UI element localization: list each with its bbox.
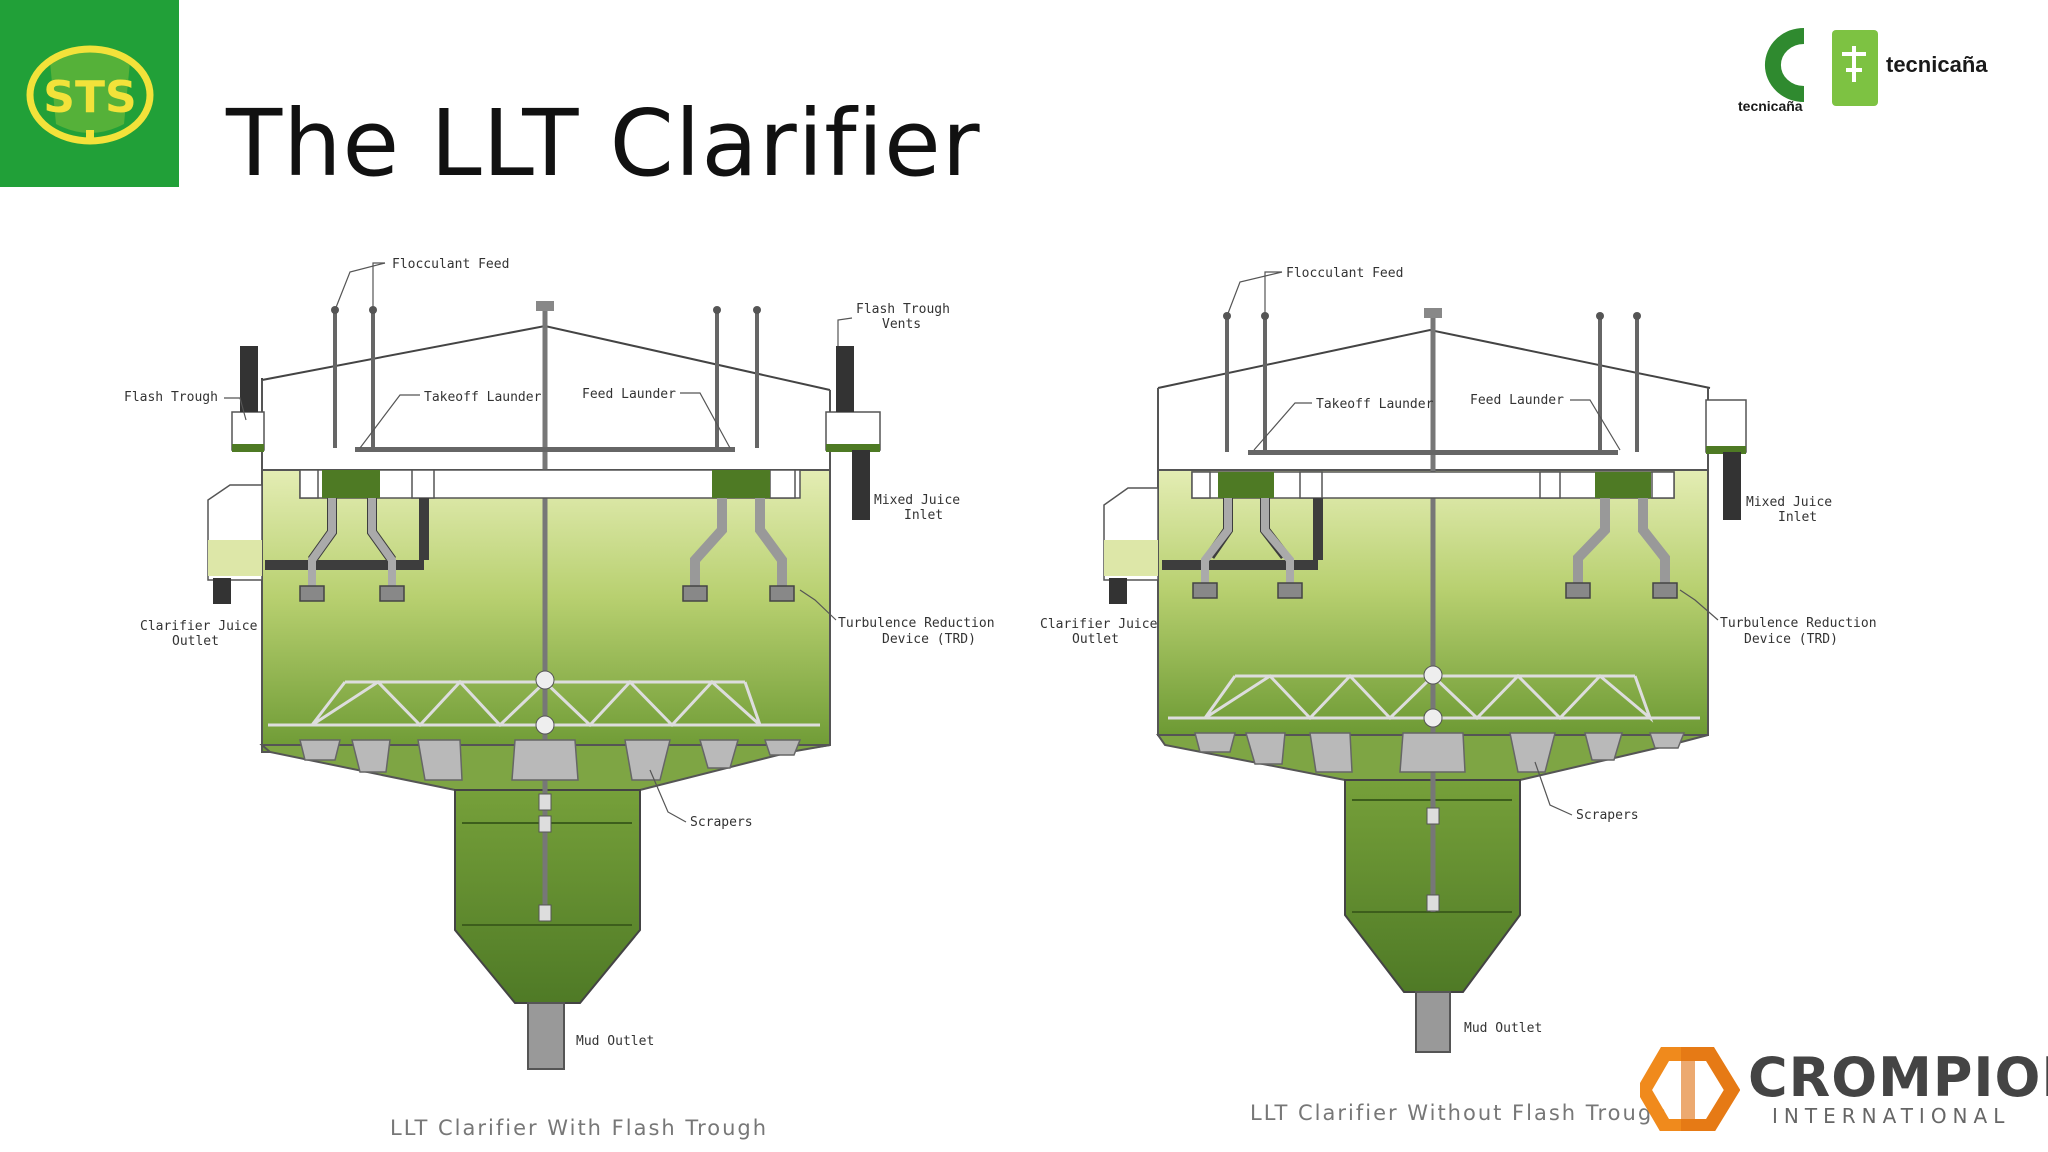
label-mud-outlet-2: Mud Outlet xyxy=(1464,1021,1542,1036)
label-mixed-juice-1a: Mixed Juice xyxy=(874,493,960,508)
diagram-without-flash-trough: Flocculant Feed Takeoff Launder Feed Lau… xyxy=(1040,266,1877,1125)
sts-shield-logo-icon: STS xyxy=(26,45,154,145)
slide-title: The LLT Clarifier xyxy=(226,90,981,197)
mud-outlet-pipe-1 xyxy=(527,1002,565,1070)
label-clarifier-juice-1a: Clarifier Juice xyxy=(140,619,258,634)
label-clarifier-juice-2a: Clarifier Juice xyxy=(1040,617,1158,632)
label-trd-1a: Turbulence Reduction xyxy=(838,616,995,631)
label-scrapers-2: Scrapers xyxy=(1576,808,1639,823)
label-flash-trough-vents-1b: Vents xyxy=(882,317,921,332)
label-clarifier-juice-1b: Outlet xyxy=(172,634,219,649)
label-flash-trough-1: Flash Trough xyxy=(124,390,218,405)
label-flocculant-feed-1: Flocculant Feed xyxy=(392,257,509,272)
label-mixed-juice-2a: Mixed Juice xyxy=(1746,495,1832,510)
label-mixed-juice-1b: Inlet xyxy=(904,508,943,523)
hexagon-logo-icon xyxy=(1640,1047,1740,1131)
partner-logos: tecnicaña tecnicaña xyxy=(1734,24,2034,124)
crompion-name: CROMPION xyxy=(1748,1046,2048,1109)
label-clarifier-juice-2b: Outlet xyxy=(1072,632,1119,647)
label-takeoff-launder-1: Takeoff Launder xyxy=(424,390,542,405)
label-flocculant-feed-2: Flocculant Feed xyxy=(1286,266,1403,281)
crompion-logo: CROMPION INTERNATIONAL xyxy=(1640,1046,2048,1131)
flash-trough-right-1 xyxy=(825,411,881,451)
label-takeoff-launder-2: Takeoff Launder xyxy=(1316,397,1434,412)
label-feed-launder-1: Feed Launder xyxy=(582,387,676,402)
sts-logo: STS xyxy=(0,0,179,187)
partner-logo-2-text: tecnicaña xyxy=(1886,52,1988,77)
label-trd-2b: Device (TRD) xyxy=(1744,632,1838,647)
tecnicana-c-logo-icon xyxy=(1764,28,1878,106)
caption-diagram-2: LLT Clarifier Without Flash Trough xyxy=(1250,1101,1668,1125)
svg-text:STS: STS xyxy=(43,72,136,123)
crompion-subtitle: INTERNATIONAL xyxy=(1772,1104,2011,1128)
caption-diagram-1: LLT Clarifier With Flash Trough xyxy=(390,1116,768,1140)
diagram-with-flash-trough: Flocculant Feed Flash Trough Vents Flash… xyxy=(124,257,995,1140)
label-scrapers-1: Scrapers xyxy=(690,815,753,830)
label-flash-trough-vents-1a: Flash Trough xyxy=(856,302,950,317)
label-trd-2a: Turbulence Reduction xyxy=(1720,616,1877,631)
label-mixed-juice-2b: Inlet xyxy=(1778,510,1817,525)
label-feed-launder-2: Feed Launder xyxy=(1470,393,1564,408)
partner-logo-1-text: tecnicaña xyxy=(1738,98,1803,114)
label-trd-1b: Device (TRD) xyxy=(882,632,976,647)
mixed-juice-inlet-pipe-1 xyxy=(852,450,870,520)
label-mud-outlet-1: Mud Outlet xyxy=(576,1034,654,1049)
